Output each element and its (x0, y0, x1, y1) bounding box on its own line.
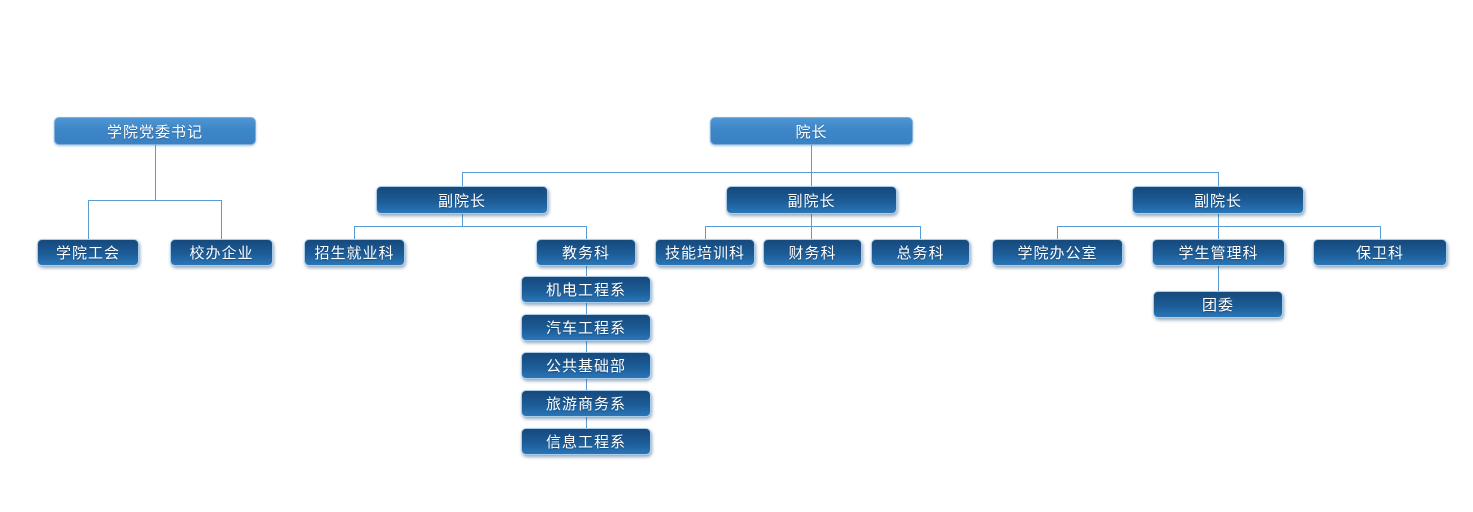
connector-line (1218, 226, 1219, 239)
connector-line (1057, 226, 1058, 239)
org-node-admissions-employment: 招生就业科 (304, 239, 405, 266)
org-node-automotive-dept: 汽车工程系 (521, 314, 651, 341)
org-node-vice-president-1: 副院长 (376, 186, 548, 214)
connector-line (1380, 226, 1381, 239)
org-node-general-affairs: 总务科 (871, 239, 970, 266)
org-node-youth-league: 团委 (1153, 291, 1283, 318)
org-node-college-office: 学院办公室 (992, 239, 1123, 266)
org-node-info-engineering-dept: 信息工程系 (521, 428, 651, 455)
connector-line (586, 266, 587, 430)
connector-line (155, 145, 156, 200)
org-node-finance: 财务科 (763, 239, 862, 266)
org-node-party-secretary: 学院党委书记 (54, 117, 256, 145)
org-node-tourism-business-dept: 旅游商务系 (521, 390, 651, 417)
org-node-security: 保卫科 (1313, 239, 1447, 266)
connector-line (88, 200, 89, 239)
connector-line (462, 172, 463, 186)
org-node-public-foundation-dept: 公共基础部 (521, 352, 651, 379)
connector-line (811, 214, 812, 226)
org-node-school-enterprise: 校办企业 (170, 239, 273, 266)
org-node-vice-president-2: 副院长 (726, 186, 897, 214)
connector-line (1218, 172, 1219, 186)
connector-line (1218, 266, 1219, 291)
org-node-student-management: 学生管理科 (1152, 239, 1285, 266)
connector-line (920, 226, 921, 239)
org-node-academic-affairs: 教务科 (536, 239, 636, 266)
connector-line (1218, 214, 1219, 226)
org-node-mech-elec-dept: 机电工程系 (521, 276, 651, 303)
connector-line (88, 200, 221, 201)
connector-line (462, 214, 463, 226)
connector-line (462, 172, 1218, 173)
connector-line (586, 226, 587, 239)
connector-line (705, 226, 706, 239)
connector-line (354, 226, 586, 227)
connector-line (811, 226, 812, 239)
org-node-union: 学院工会 (37, 239, 139, 266)
org-node-skills-training: 技能培训科 (655, 239, 755, 266)
org-node-vice-president-3: 副院长 (1132, 186, 1304, 214)
connector-line (811, 172, 812, 186)
connector-line (354, 226, 355, 239)
connector-line (705, 226, 920, 227)
org-node-president: 院长 (710, 117, 913, 145)
connector-line (221, 200, 222, 239)
connector-line (811, 145, 812, 172)
